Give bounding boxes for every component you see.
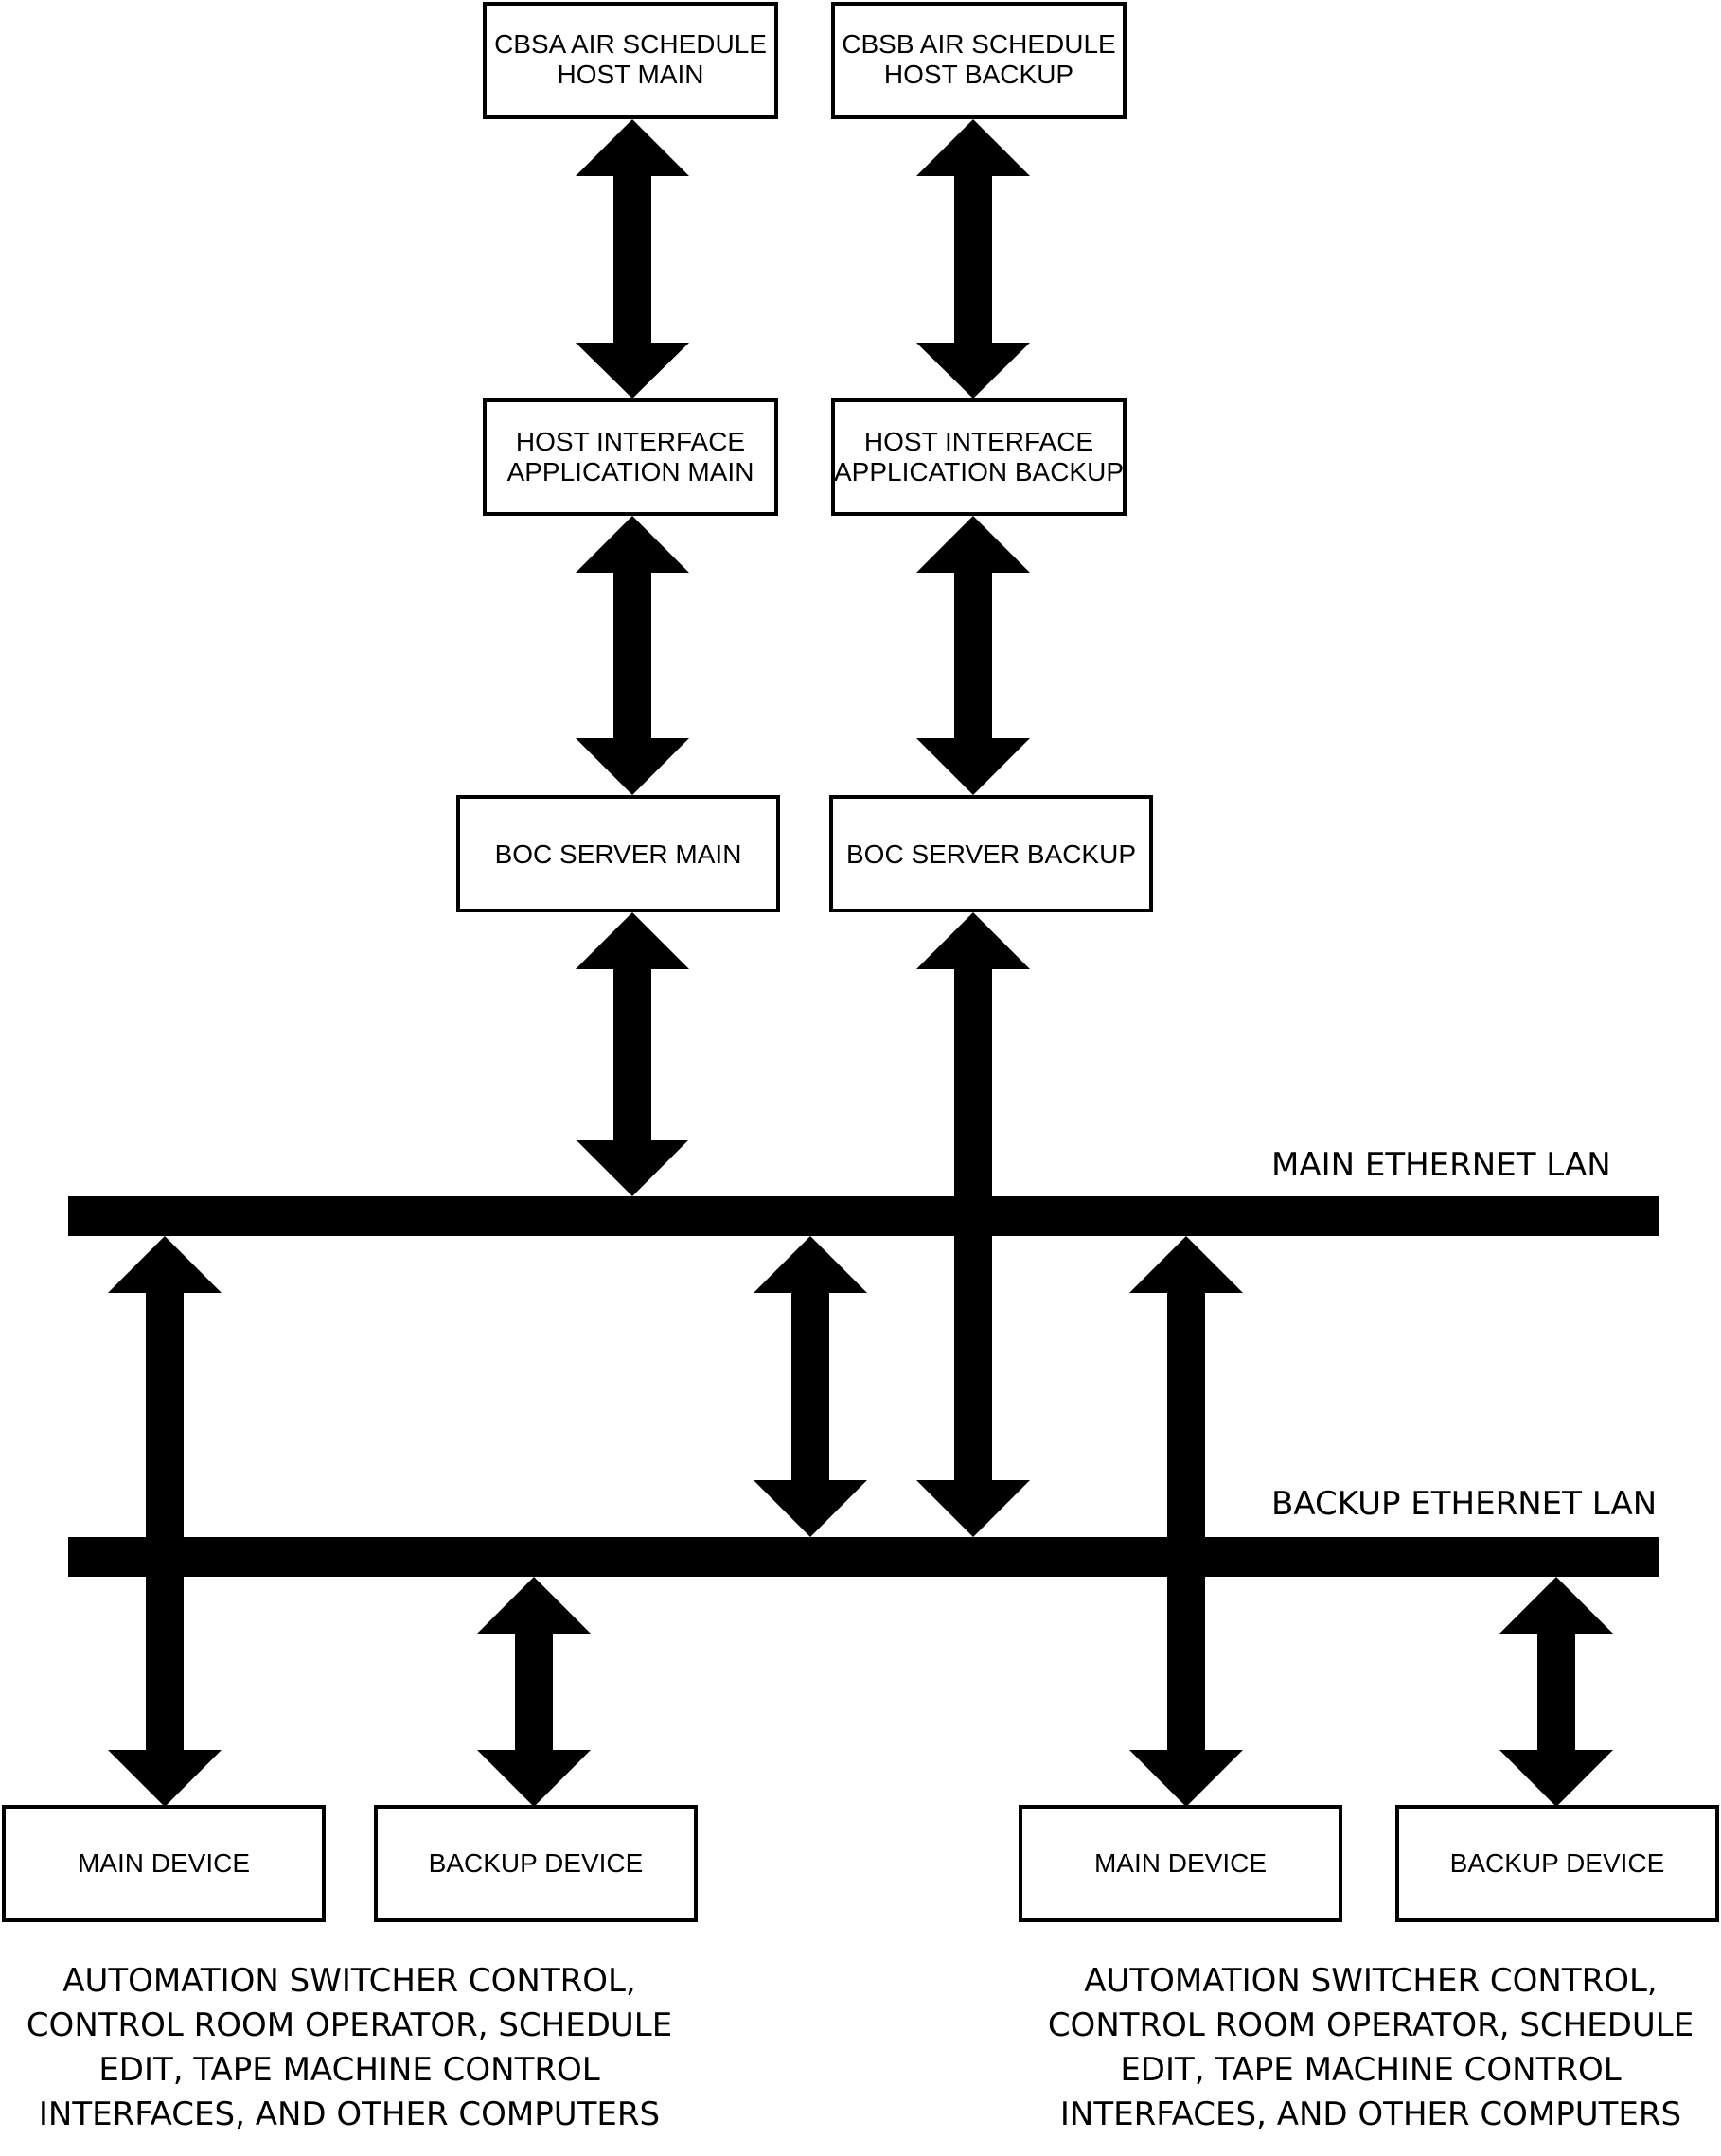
- cbsa-air-schedule-host-main-box: CBSA AIR SCHEDULE HOST MAIN: [483, 2, 778, 119]
- right-main-device-box: MAIN DEVICE: [1019, 1805, 1342, 1922]
- box-label-line2: HOST BACKUP: [884, 60, 1073, 89]
- box-label-line2: HOST MAIN: [557, 60, 703, 89]
- boc-server-backup-box: BOC SERVER BACKUP: [829, 795, 1153, 912]
- host-interface-application-backup-box: HOST INTERFACE APPLICATION BACKUP: [831, 398, 1127, 516]
- double-arrow-main-lan-to-right-main-device: [1129, 1236, 1243, 1807]
- double-arrow-cbsa-to-hia-main: [576, 119, 689, 398]
- box-label-line1: CBSB AIR SCHEDULE: [842, 29, 1115, 59]
- caption-line: INTERFACES, AND OTHER COMPUTERS: [39, 2095, 660, 2133]
- double-arrow-main-lan-to-left-main-device: [108, 1236, 222, 1807]
- caption-line: EDIT, TAPE MACHINE CONTROL: [98, 2051, 599, 2089]
- double-arrow-boc-main-to-main-lan: [576, 912, 689, 1196]
- right-backup-device-box: BACKUP DEVICE: [1395, 1805, 1719, 1922]
- box-label: BACKUP DEVICE: [1450, 1848, 1665, 1878]
- left-devices-caption: AUTOMATION SWITCHER CONTROL, CONTROL ROO…: [27, 1962, 672, 2133]
- cbsb-air-schedule-host-backup-box: CBSB AIR SCHEDULE HOST BACKUP: [831, 2, 1127, 119]
- box-label-line1: CBSA AIR SCHEDULE: [494, 29, 767, 59]
- box-label: MAIN DEVICE: [1094, 1848, 1267, 1878]
- caption-line: CONTROL ROOM OPERATOR, SCHEDULE: [1048, 2006, 1694, 2044]
- double-arrow-backup-lan-to-left-backup-device: [477, 1577, 591, 1807]
- box-label-line2: APPLICATION BACKUP: [834, 457, 1124, 486]
- right-devices-caption: AUTOMATION SWITCHER CONTROL, CONTROL ROO…: [1048, 1962, 1694, 2133]
- main-ethernet-lan-label: MAIN ETHERNET LAN: [1271, 1146, 1611, 1184]
- double-arrow-hia-backup-to-boc-backup: [916, 516, 1030, 795]
- double-arrow-cbsb-to-hia-backup: [916, 119, 1030, 398]
- double-arrow-backup-lan-to-right-backup-device: [1499, 1577, 1613, 1807]
- caption-line: AUTOMATION SWITCHER CONTROL,: [1084, 1962, 1658, 2000]
- double-arrow-main-lan-to-backup-lan: [754, 1236, 867, 1537]
- caption-line: CONTROL ROOM OPERATOR, SCHEDULE: [27, 2006, 672, 2044]
- box-label: MAIN DEVICE: [78, 1848, 250, 1878]
- left-main-device-box: MAIN DEVICE: [2, 1805, 326, 1922]
- box-label: BOC SERVER BACKUP: [846, 839, 1136, 869]
- box-label-line1: HOST INTERFACE: [864, 427, 1093, 456]
- box-label: BACKUP DEVICE: [429, 1848, 644, 1878]
- caption-line: EDIT, TAPE MACHINE CONTROL: [1120, 2051, 1621, 2089]
- backup-ethernet-lan-bus: [68, 1537, 1659, 1577]
- caption-line: AUTOMATION SWITCHER CONTROL,: [62, 1962, 636, 2000]
- box-label-line2: APPLICATION MAIN: [507, 457, 754, 486]
- double-arrow-hia-main-to-boc-main: [576, 516, 689, 795]
- caption-line: INTERFACES, AND OTHER COMPUTERS: [1060, 2095, 1681, 2133]
- host-interface-application-main-box: HOST INTERFACE APPLICATION MAIN: [483, 398, 778, 516]
- main-ethernet-lan-bus: [68, 1196, 1659, 1236]
- left-backup-device-box: BACKUP DEVICE: [374, 1805, 698, 1922]
- box-label-line1: HOST INTERFACE: [516, 427, 745, 456]
- backup-ethernet-lan-label: BACKUP ETHERNET LAN: [1271, 1485, 1657, 1523]
- box-label: BOC SERVER MAIN: [495, 839, 742, 869]
- boc-server-main-box: BOC SERVER MAIN: [456, 795, 780, 912]
